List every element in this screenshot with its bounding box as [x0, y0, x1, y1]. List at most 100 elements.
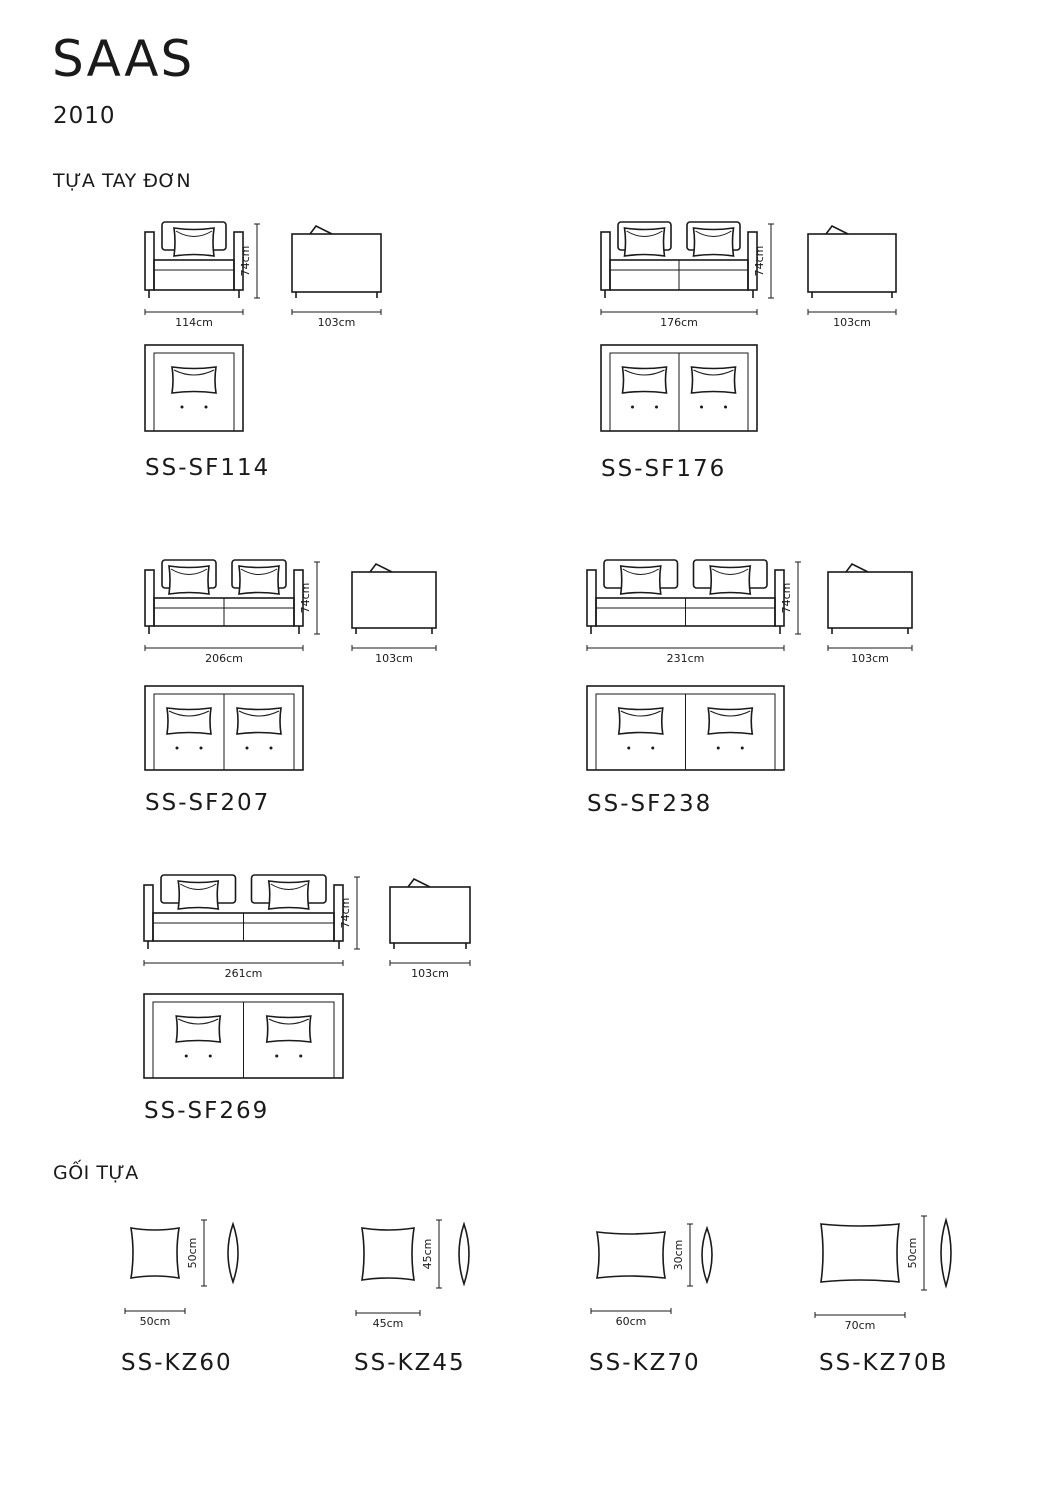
height-label: 50cm	[906, 1238, 919, 1269]
armrest-left	[600, 231, 611, 291]
button-tuft	[716, 746, 720, 750]
pillow-crease	[173, 369, 215, 376]
model-code: SS-SF176	[601, 456, 726, 482]
button-tuft	[208, 1054, 212, 1058]
width-label: 231cm	[667, 652, 705, 665]
pillow-crease	[711, 568, 749, 575]
height-label: 74cm	[339, 898, 352, 929]
side-view-body	[291, 233, 382, 293]
width-label: 114cm	[175, 316, 213, 329]
button-tuft	[631, 405, 634, 409]
button-tuft	[204, 405, 208, 409]
pillow	[236, 707, 282, 735]
pillow	[267, 880, 310, 910]
button-tuft	[184, 1054, 188, 1058]
side-view-pillow	[845, 562, 869, 573]
top-view-seat	[153, 352, 235, 432]
side-view-pillow	[825, 224, 849, 235]
model-code: SS-SF238	[587, 791, 712, 817]
cushion-front	[361, 1227, 415, 1281]
button-tuft	[199, 746, 203, 750]
cushion-side	[227, 1221, 239, 1285]
pillow	[177, 880, 220, 910]
pillow-crease	[179, 883, 217, 890]
pillow	[168, 565, 210, 595]
pillow-crease	[710, 710, 751, 717]
pillow-crease	[270, 883, 308, 890]
pillow-crease	[268, 1018, 309, 1025]
pillow	[621, 366, 668, 394]
width-label: 50cm	[140, 1315, 171, 1328]
button-tuft	[175, 746, 179, 750]
cushion-front	[596, 1231, 666, 1279]
pillow	[619, 565, 662, 595]
side-view-body	[389, 886, 471, 944]
button-tuft	[700, 405, 703, 409]
width-label: 261cm	[225, 967, 263, 980]
pillow	[173, 227, 215, 257]
height-label: 45cm	[421, 1239, 434, 1270]
button-tuft	[180, 405, 184, 409]
pillow-crease	[695, 230, 732, 237]
height-label: 74cm	[239, 246, 252, 277]
pillow	[166, 707, 212, 735]
height-label: 50cm	[186, 1238, 199, 1269]
model-code: SS-KZ70	[589, 1350, 701, 1376]
pillow	[707, 707, 754, 735]
button-tuft	[299, 1054, 303, 1058]
pillow	[238, 565, 280, 595]
width-label: 103cm	[375, 652, 413, 665]
height-label: 74cm	[753, 246, 766, 277]
pillow-crease	[693, 369, 734, 376]
button-tuft	[651, 746, 655, 750]
page-year: 2010	[53, 103, 116, 129]
armrest-left	[144, 231, 155, 291]
width-label: 103cm	[833, 316, 871, 329]
button-tuft	[724, 405, 727, 409]
pillow	[617, 707, 664, 735]
pillow	[265, 1015, 312, 1043]
side-view-body	[827, 571, 913, 629]
section-title-sofas: TỰA TAY ĐƠN	[53, 170, 192, 192]
height-label: 74cm	[299, 583, 312, 614]
model-code: SS-SF269	[144, 1098, 269, 1124]
model-code: SS-SF114	[145, 455, 270, 481]
side-view-body	[351, 571, 437, 629]
pillow-crease	[620, 710, 661, 717]
width-label: 45cm	[373, 1317, 404, 1330]
pillow-crease	[238, 710, 280, 717]
cushion-front	[130, 1227, 180, 1279]
pillow	[690, 366, 737, 394]
pillow-crease	[240, 568, 278, 575]
side-view-pillow	[407, 877, 431, 888]
side-view-pillow	[369, 562, 393, 573]
width-label: 206cm	[205, 652, 243, 665]
height-label: 30cm	[672, 1240, 685, 1271]
width-label: 103cm	[318, 316, 356, 329]
pillow-crease	[175, 230, 213, 237]
width-label: 70cm	[845, 1319, 876, 1332]
pillow-crease	[626, 230, 663, 237]
model-code: SS-KZ70B	[819, 1350, 948, 1376]
width-label: 103cm	[851, 652, 889, 665]
pillow-crease	[168, 710, 210, 717]
height-label: 74cm	[780, 583, 793, 614]
pillow	[709, 565, 752, 595]
button-tuft	[627, 746, 631, 750]
armrest-left	[586, 569, 597, 627]
page-title: SAAS	[52, 30, 195, 88]
button-tuft	[275, 1054, 279, 1058]
pillow	[623, 227, 666, 257]
model-code: SS-SF207	[145, 790, 270, 816]
button-tuft	[245, 746, 249, 750]
cushion-side	[458, 1221, 470, 1287]
button-tuft	[655, 405, 658, 409]
button-tuft	[269, 746, 273, 750]
pillow-crease	[624, 369, 665, 376]
